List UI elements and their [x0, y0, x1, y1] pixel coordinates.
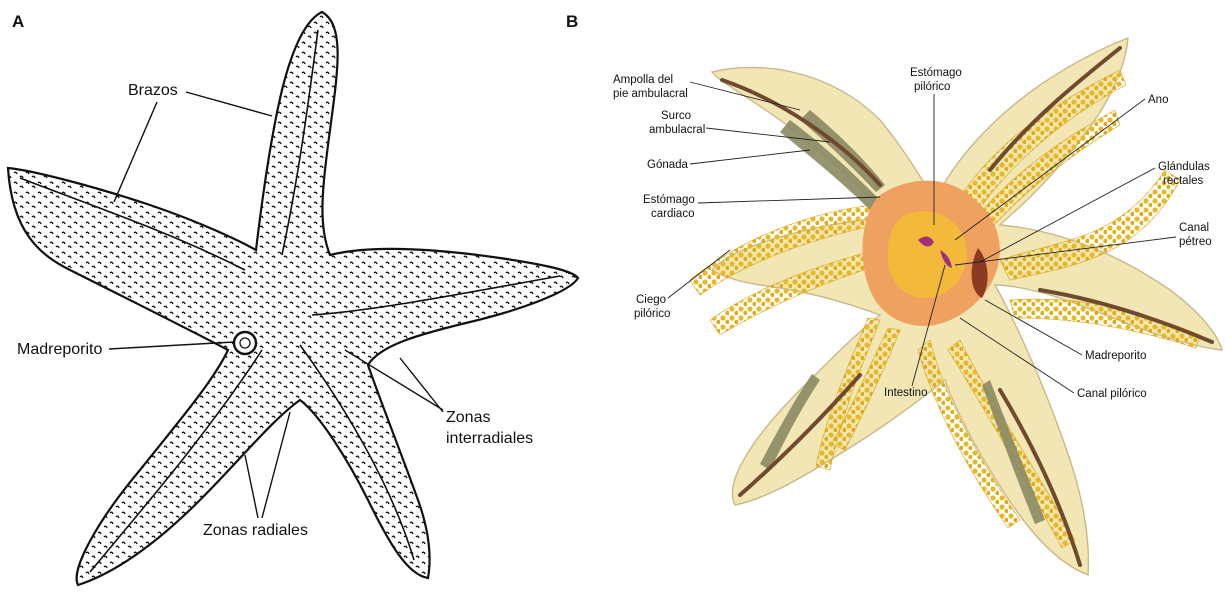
label-brazos: Brazos: [128, 82, 178, 99]
label-madreporito-a: Madreporito: [17, 341, 102, 358]
label-zonas-radiales: Zonas radiales: [203, 522, 308, 539]
leader-gonada: [690, 150, 810, 164]
leader-brazos-2: [114, 102, 157, 202]
label-ciego-line1: Ciego: [636, 294, 666, 306]
starfish-dissection: [690, 38, 1222, 575]
label-ampolla-line2: pie ambulacral: [613, 88, 688, 100]
panel-a-letter: A: [12, 12, 24, 31]
starfish-drawing: [8, 12, 578, 585]
label-estomago-cardiaco-line2: cardiaco: [651, 208, 694, 220]
madreporite: [234, 332, 256, 354]
label-ano: Ano: [1148, 94, 1168, 106]
label-estomago-pilorico-line2: pilórico: [914, 81, 950, 93]
label-ampolla-line1: Ampolla del: [613, 74, 673, 86]
label-estomago-cardiaco-line1: Estómago: [643, 194, 695, 206]
label-zonas-interradiales-line1: Zonas: [446, 409, 490, 426]
leader-madreporito-a: [109, 342, 234, 349]
label-glandulas-line2: rectales: [1163, 175, 1204, 187]
leader-radiales-1: [245, 455, 258, 518]
label-surco-line1: Surco: [661, 110, 691, 122]
panel-b-letter: B: [566, 12, 578, 31]
label-madreporito-b: Madreporito: [1085, 350, 1146, 362]
label-gonada: Gónada: [647, 159, 689, 171]
label-canal-petreo-line2: pétreo: [1179, 236, 1212, 248]
label-surco-line2: ambulacral: [649, 124, 705, 136]
label-estomago-pilorico-line1: Estómago: [910, 67, 962, 79]
label-glandulas-line1: Glándulas: [1158, 161, 1210, 173]
leader-brazos-1: [186, 92, 272, 116]
label-intestino: Intestino: [884, 387, 927, 399]
label-canal-pilorico: Canal pilórico: [1077, 388, 1147, 400]
label-canal-petreo-line1: Canal: [1179, 222, 1209, 234]
label-zonas-interradiales-line2: interradiales: [446, 430, 533, 447]
label-ciego-line2: pilórico: [634, 308, 670, 320]
leader-estomago-cardiaco: [698, 197, 880, 203]
leader-interradiales-2: [400, 358, 443, 412]
starfish-body: [8, 12, 578, 585]
